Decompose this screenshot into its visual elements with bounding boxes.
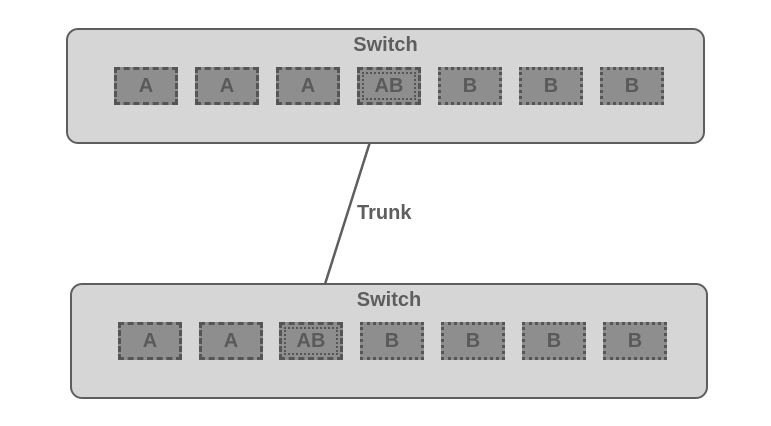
switch-title: Switch <box>353 34 418 56</box>
switch-title: Switch <box>356 289 422 311</box>
port-b: B <box>360 322 424 360</box>
port-b: B <box>522 322 586 360</box>
switch-bottom: Switch A A AB B B B B <box>70 283 708 399</box>
trunk-label: Trunk <box>357 202 412 224</box>
port-b: B <box>438 67 502 105</box>
port-a: A <box>199 322 263 360</box>
port-b: B <box>603 322 667 360</box>
port-a: A <box>114 67 178 105</box>
port-a: A <box>276 67 340 105</box>
port-ab: AB <box>357 67 421 105</box>
port-a: A <box>195 67 259 105</box>
port-ab: AB <box>279 322 343 360</box>
port-b: B <box>519 67 583 105</box>
port-a: A <box>118 322 182 360</box>
port-b: B <box>600 67 664 105</box>
switch-top: Switch A A A AB B B B <box>66 28 705 144</box>
port-b: B <box>441 322 505 360</box>
